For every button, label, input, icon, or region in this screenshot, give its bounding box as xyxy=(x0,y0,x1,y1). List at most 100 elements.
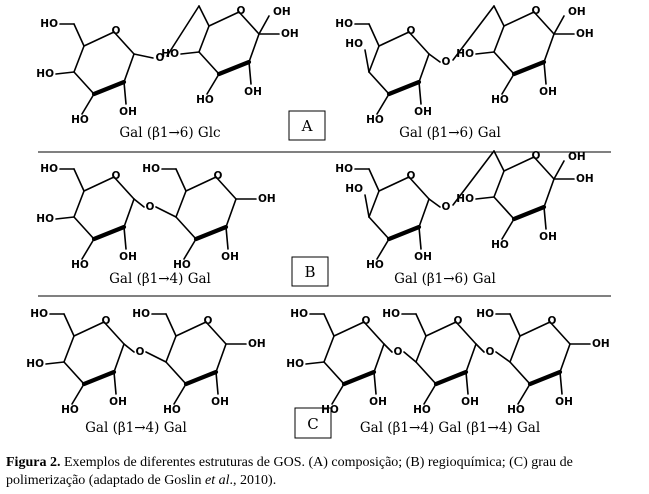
c6-bond xyxy=(493,5,505,27)
c4-hydroxyl: HO xyxy=(26,358,44,370)
glycosidic-bond xyxy=(133,53,154,59)
ring-oxygen-label: O xyxy=(362,315,371,327)
c3-bond xyxy=(81,238,95,260)
c3-bond xyxy=(206,73,220,95)
ring-bond xyxy=(455,321,477,345)
c6-bond xyxy=(165,313,177,337)
anomeric-hydroxyl: OH xyxy=(258,193,276,205)
c6-bond xyxy=(175,168,187,192)
bold-bond xyxy=(91,79,127,97)
c4-bond xyxy=(475,51,495,55)
ring-bond xyxy=(533,156,555,180)
ring-bond xyxy=(543,33,555,63)
c1-top-hydroxyl: OH xyxy=(568,6,586,18)
ring-oxygen-label: O xyxy=(407,25,416,37)
bold-bond xyxy=(511,204,547,222)
c2-hydroxyl: OH xyxy=(211,396,229,408)
ring-bond xyxy=(378,31,410,47)
c2-bond xyxy=(543,61,547,85)
panel-c-box xyxy=(294,407,332,439)
c4-bond xyxy=(45,361,65,365)
c4-hydroxyl: HO xyxy=(345,183,363,195)
c6-hydroxyl: HO xyxy=(335,163,353,175)
c4-hydroxyl: HO xyxy=(456,48,474,60)
c2-hydroxyl: OH xyxy=(369,396,387,408)
c3-hydroxyl: HO xyxy=(507,404,525,416)
bold-bond xyxy=(81,369,117,387)
ring-bond xyxy=(103,321,125,345)
c2-bond xyxy=(225,226,229,250)
c6-bond xyxy=(368,168,380,192)
glycosidic-oxygen: O xyxy=(394,346,403,358)
glycosidic-bond xyxy=(428,198,441,208)
ring-bond xyxy=(198,51,220,75)
c4-bond xyxy=(55,216,75,220)
anomeric-hydroxyl: OH xyxy=(248,338,266,350)
glycosidic-oxygen: O xyxy=(442,56,451,68)
c2-bond xyxy=(123,226,127,250)
ring-bond xyxy=(165,335,177,363)
glycosidic-bond xyxy=(383,343,393,353)
glycosidic-bond xyxy=(452,150,495,206)
c6-hydroxyl: HO xyxy=(132,308,150,320)
c2-bond xyxy=(559,371,563,395)
ring-bond xyxy=(363,321,385,345)
ring-bond xyxy=(113,343,125,373)
anomeric-hydroxyl: OH xyxy=(576,28,594,40)
c3-hydroxyl: HO xyxy=(413,404,431,416)
ring-bond xyxy=(165,361,187,385)
c6-bond xyxy=(509,313,521,337)
c6-hydroxyl: HO xyxy=(40,18,58,30)
c3-bond xyxy=(81,93,95,115)
bold-bond xyxy=(511,59,547,77)
ring-bond xyxy=(503,156,535,172)
ring-oxygen-label: O xyxy=(214,170,223,182)
glycosidic-oxygen: O xyxy=(146,201,155,213)
ring-bond xyxy=(63,361,85,385)
caption-text-2: ., 2010). xyxy=(229,473,277,488)
ring-bond xyxy=(113,31,135,55)
ring-bond xyxy=(83,31,115,47)
ring-bond xyxy=(73,321,105,337)
glycosidic-bond xyxy=(495,351,511,363)
glycosidic-bond xyxy=(166,5,200,57)
ring-bond xyxy=(559,343,571,373)
c6-hydroxyl: HO xyxy=(382,308,400,320)
ring-bond xyxy=(225,198,237,228)
c2-hydroxyl: OH xyxy=(221,251,239,263)
c2-hydroxyl: OH xyxy=(414,106,432,118)
glycosidic-bond xyxy=(155,206,177,218)
ring-bond xyxy=(73,45,85,73)
c2-bond xyxy=(215,371,219,395)
ring-bond xyxy=(63,335,75,363)
caption-et-al: et al xyxy=(205,473,230,488)
c1-bond xyxy=(258,15,270,35)
c6-bond xyxy=(415,313,427,337)
c2-hydroxyl: OH xyxy=(461,396,479,408)
c6-bond xyxy=(73,23,85,47)
ring-bond xyxy=(185,176,217,192)
c3-hydroxyl: HO xyxy=(196,94,214,106)
c2-hydroxyl: OH xyxy=(539,231,557,243)
bold-bond xyxy=(216,59,252,77)
panel-b-letter: B xyxy=(304,263,315,281)
c3-hydroxyl: HO xyxy=(71,114,89,126)
atom-labels: OHOHOHOOHOHOHOOHOHOOHOHOHOHOOHOHOHOOHOHO… xyxy=(26,5,609,416)
ring-bond xyxy=(503,11,535,27)
c6-bond xyxy=(63,313,75,337)
c2-bond xyxy=(373,371,377,395)
ring-bond xyxy=(465,343,477,373)
c3-hydroxyl: HO xyxy=(321,404,339,416)
glycosidic-bond xyxy=(428,53,441,63)
ring-bond xyxy=(368,71,390,95)
panel-a-box xyxy=(288,110,326,141)
ring-bond xyxy=(323,335,335,363)
anomeric-hydroxyl: OH xyxy=(281,28,299,40)
label-a-left: Gal (β1→6) Glc xyxy=(119,125,220,141)
panel-c-letter: C xyxy=(307,415,318,433)
c2-hydroxyl: OH xyxy=(119,106,137,118)
ring-bond xyxy=(408,31,430,55)
ring-bond xyxy=(175,190,187,218)
ring-oxygen-label: O xyxy=(237,5,246,17)
glycosidic-oxygen: O xyxy=(442,201,451,213)
